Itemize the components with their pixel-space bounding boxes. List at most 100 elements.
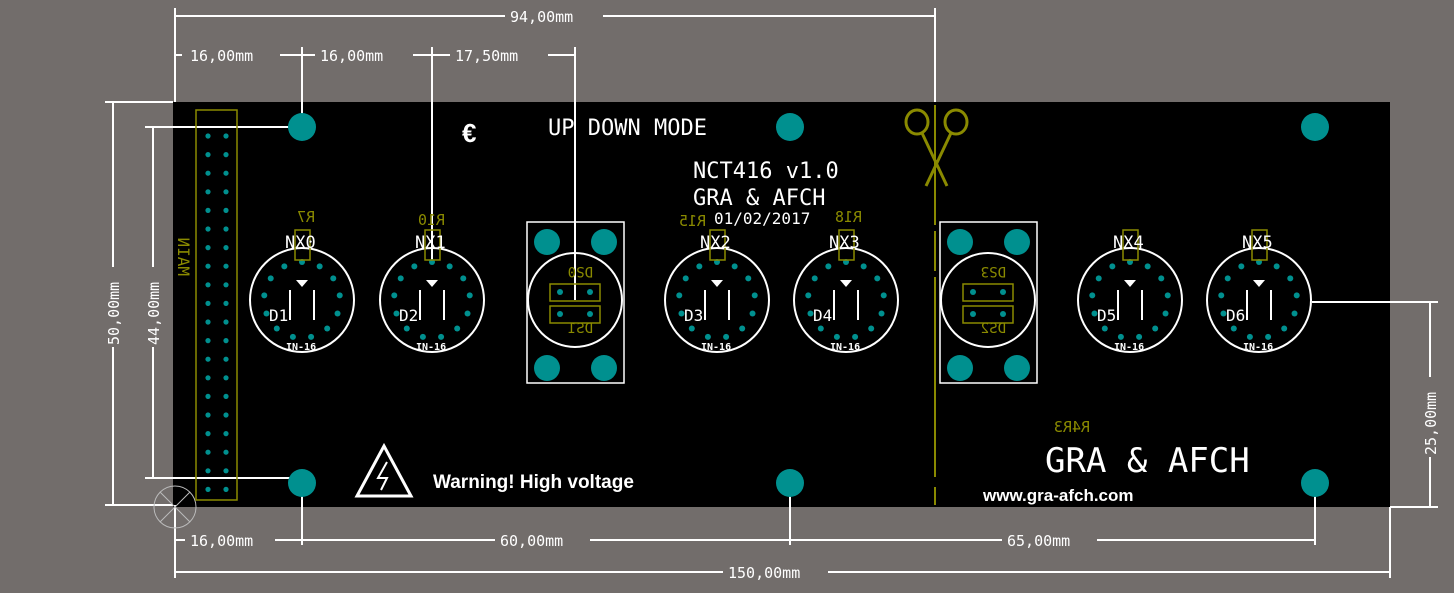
tube-pin [868, 325, 875, 332]
dim-top-1: 16,00mm [190, 47, 253, 65]
scissors-icon [904, 108, 969, 187]
resistor-footprint [709, 229, 726, 261]
tube-pin [1091, 310, 1098, 317]
pin1-marker-icon [1253, 280, 1265, 287]
tube-pin [1220, 310, 1227, 317]
ref-label: R15 [679, 212, 706, 230]
tube-pin [678, 310, 685, 317]
tube-pin [805, 292, 812, 299]
tube-pin [281, 263, 288, 270]
tube-pin [1117, 333, 1124, 340]
tube-d-label: D3 [684, 306, 703, 325]
tube-pin [1101, 325, 1108, 332]
tube-outline [249, 247, 355, 353]
tube-pin [263, 310, 270, 317]
tube-d-label: D6 [1226, 306, 1245, 325]
tube-pin [336, 292, 343, 299]
tube-pin [1238, 263, 1245, 270]
tube-pin [1152, 325, 1159, 332]
tube-type-label: IN-16 [830, 342, 860, 353]
module-pad [947, 229, 973, 255]
tube-type-label: IN-16 [1243, 342, 1273, 353]
tube-pin [1291, 310, 1298, 317]
tube-pin [676, 292, 683, 299]
tube-nx-label: NX4 [1113, 233, 1144, 253]
header-pin [205, 226, 211, 232]
tube-pin [1158, 275, 1165, 282]
dot-led-pin [970, 289, 976, 295]
module-pad [591, 355, 617, 381]
tube-anode-marks [419, 290, 445, 320]
tube-pin [397, 275, 404, 282]
tube-pin [334, 310, 341, 317]
tube-pin [682, 275, 689, 282]
dim-bottom-1: 16,00mm [190, 532, 253, 550]
tube-type-label: IN-16 [286, 342, 316, 353]
tube-anode-marks [833, 290, 859, 320]
website-text: www.gra-afch.com [982, 486, 1134, 505]
tube-pin [308, 333, 315, 340]
tube-pin [1230, 325, 1237, 332]
ref-label: R10 [418, 211, 445, 229]
module-top-label: DS0 [568, 263, 593, 279]
tube-pin [1273, 263, 1280, 270]
header-pin [205, 375, 211, 381]
header-pin [205, 468, 211, 474]
tube-d-label: D1 [269, 306, 288, 325]
tube-pin [267, 275, 274, 282]
board-date: 01/02/2017 [714, 209, 810, 228]
pin1-marker-icon [840, 280, 852, 287]
tube-outline [1206, 247, 1312, 353]
svg-text:€: € [462, 118, 476, 148]
header-pin [223, 189, 229, 195]
tube-pin [860, 263, 867, 270]
tube-pin [749, 310, 756, 317]
tube-pin [1144, 263, 1151, 270]
dot-led-pin [587, 289, 593, 295]
dot-led-pin [587, 311, 593, 317]
main-header-connector: MAIN [174, 109, 238, 501]
tube-pin [1246, 333, 1253, 340]
tube-pin [1136, 333, 1143, 340]
mounting-pad [288, 469, 316, 497]
header-pin [223, 300, 229, 306]
header-pin [223, 486, 229, 492]
tube-pin [1089, 292, 1096, 299]
tube-pin [852, 333, 859, 340]
tube-d-label: D2 [399, 306, 418, 325]
tube-pin [688, 325, 695, 332]
tube-pin [324, 325, 331, 332]
header-pin [223, 226, 229, 232]
tube-pin [723, 333, 730, 340]
tube-pin [1224, 275, 1231, 282]
tube-pin [878, 310, 885, 317]
module-pad [947, 355, 973, 381]
tube-pin [316, 263, 323, 270]
module-pad [1004, 355, 1030, 381]
tube-pin [807, 310, 814, 317]
header-pin [205, 356, 211, 362]
module-pad [1004, 229, 1030, 255]
tube-nx-label: NX0 [285, 233, 316, 253]
tube-nx-label: NX2 [700, 233, 731, 253]
tube-pin [289, 333, 296, 340]
tube-pin [1281, 325, 1288, 332]
dot-led-pin [1000, 311, 1006, 317]
tube-pin [330, 275, 337, 282]
pin1-marker-icon [711, 280, 723, 287]
tube-nx-label: NX1 [415, 233, 446, 253]
resistor-footprint [1251, 229, 1268, 261]
header-pin [205, 282, 211, 288]
tube-type-label: IN-16 [1114, 342, 1144, 353]
dim-top-2: 16,00mm [320, 47, 383, 65]
warning-text: Warning! High voltage [433, 472, 634, 493]
header-pin [223, 319, 229, 325]
tube-pin [745, 275, 752, 282]
tube-pin [454, 325, 461, 332]
dot-led-pin [557, 289, 563, 295]
tube-pin [704, 333, 711, 340]
